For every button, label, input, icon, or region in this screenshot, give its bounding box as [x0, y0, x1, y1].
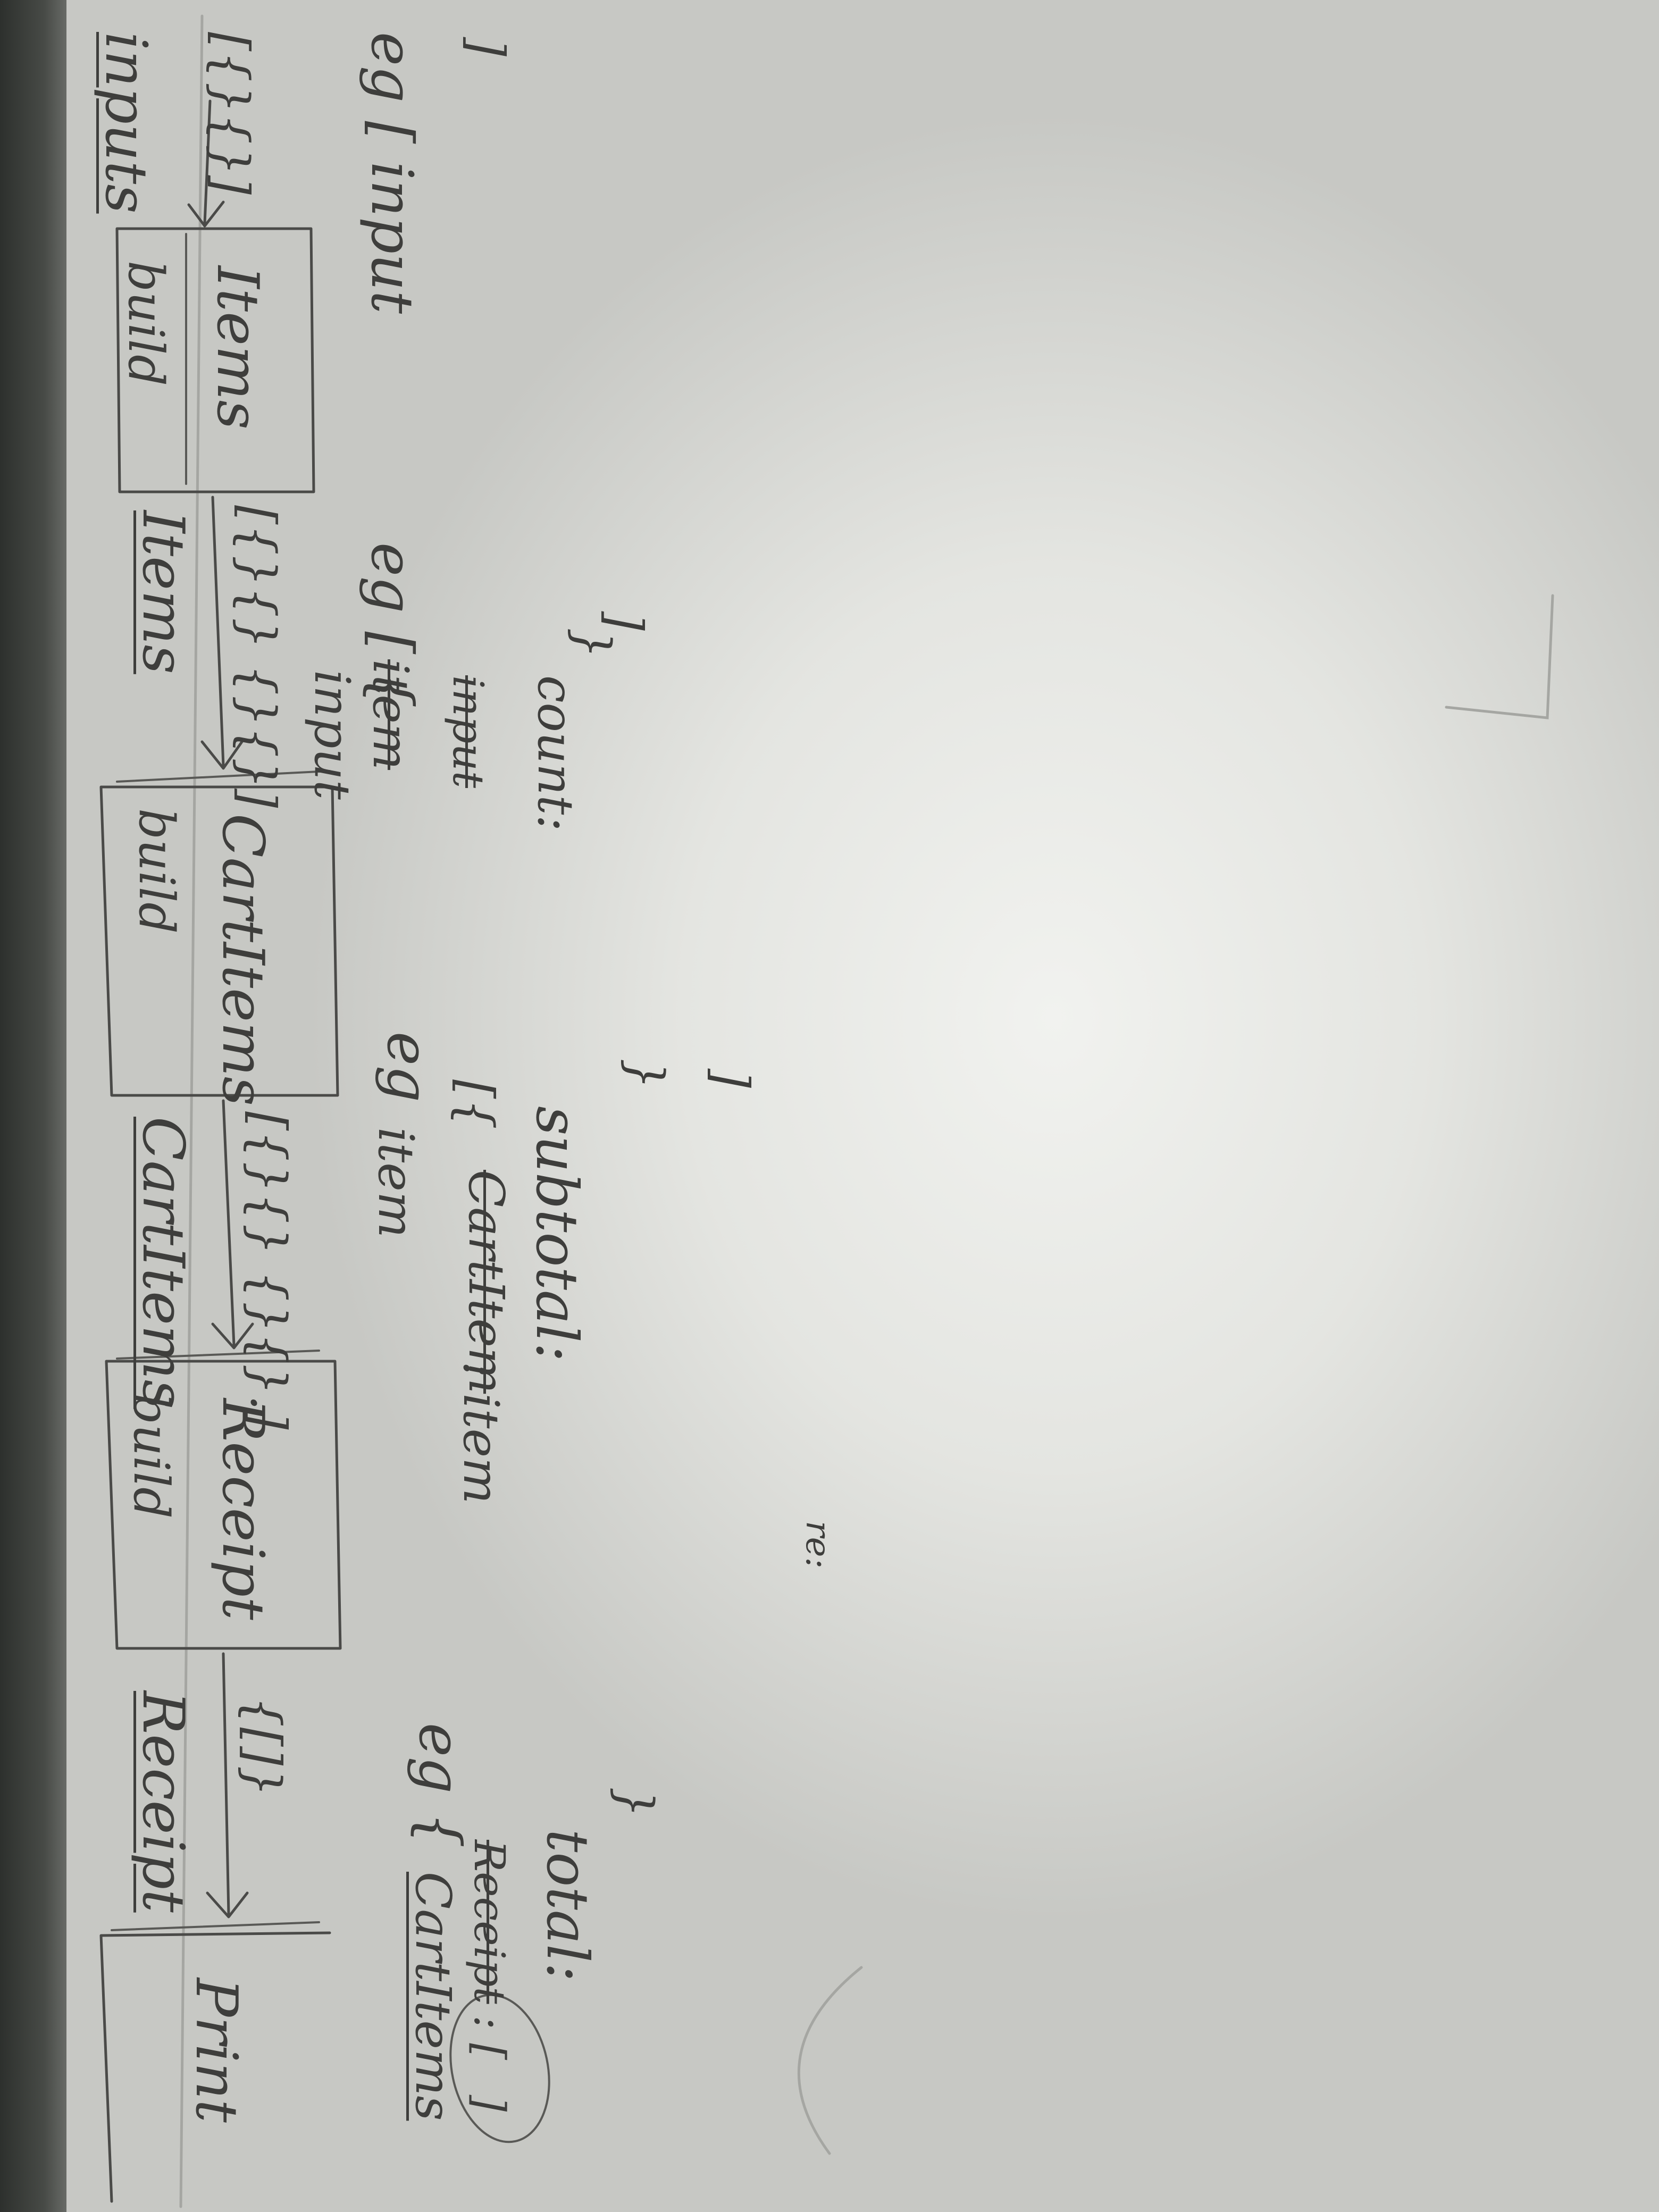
inputs-example-line2: ]	[458, 37, 515, 56]
box-build-items-line1: build	[118, 261, 174, 386]
box-build-items-outline	[115, 227, 315, 493]
stage-items-label: Items	[130, 510, 196, 674]
receipt-example-line7: }	[607, 1787, 664, 1818]
receipt-example-line2: CartItems	[405, 1872, 462, 2121]
box-build-receipt-line2: Receipt	[210, 1398, 276, 1620]
circle-annotation	[449, 1993, 550, 2143]
stray-note: re:	[798, 1521, 837, 1569]
receipt-example-line4: : [	[465, 2015, 514, 2060]
items-example-line4: input	[443, 675, 493, 788]
stage-receipt-label: Receipt	[130, 1691, 196, 1913]
items-example-line2: input	[304, 670, 361, 800]
cart-items-example-line8: ]	[702, 1069, 759, 1088]
box-build-receipt-line1: build	[123, 1393, 180, 1519]
paper-sheet	[66, 0, 1659, 2212]
cart-items-example-line5: : item	[453, 1361, 509, 1504]
items-example-line7: ]	[596, 611, 653, 631]
cart-items-example-line7: }	[617, 1058, 674, 1090]
stage-cart-items-shape: [{}{} {}{}.]	[240, 1111, 297, 1430]
box-build-items-line2: Items	[204, 266, 271, 430]
arrow-inputs	[187, 99, 225, 228]
stage-cart-items-label: CartItems	[130, 1117, 196, 1409]
box-build-cart-items-line1: build	[128, 808, 185, 934]
cart-items-example-line4: CartItem	[458, 1170, 515, 1394]
receipt-example-line5: ]	[465, 2095, 514, 2112]
divider-3	[111, 1921, 320, 1931]
stage-inputs-shape: [{}{}]	[203, 32, 259, 195]
cart-items-example-line1: eg	[374, 1032, 441, 1103]
items-example-line3: item	[362, 659, 419, 770]
margin-line	[179, 14, 204, 2208]
stage-receipt-shape: {[]}	[234, 1696, 291, 1797]
items-example-line6: }	[564, 627, 621, 659]
box-print-label: Print	[183, 1978, 249, 2123]
divider-1	[116, 770, 331, 783]
faint-corner-mark	[1445, 594, 1554, 719]
box-print-outline	[99, 1931, 331, 2203]
faint-arc	[797, 1966, 863, 2155]
receipt-example-line6: total:	[534, 1829, 600, 1982]
stage-inputs-label: inputs	[93, 32, 159, 214]
inputs-example-line1: eg [ input	[358, 32, 425, 314]
box-build-cart-items-outline	[99, 785, 339, 1097]
box-build-cart-items-line2: CartItems	[210, 814, 276, 1106]
cart-items-example-line2: item	[367, 1127, 424, 1238]
items-example-line5: count:	[527, 675, 584, 832]
arrow-receipt	[206, 1652, 249, 1918]
box-build-receipt-outline	[105, 1360, 342, 1650]
cart-items-example-line6: subtotal:	[523, 1106, 590, 1362]
arrow-cart-items	[211, 1099, 254, 1350]
receipt-example-line1: eg {	[406, 1723, 473, 1849]
cart-items-example-line3: [{	[447, 1079, 504, 1130]
arrow-items	[200, 496, 244, 770]
receipt-example-line3: Receipt	[465, 1840, 514, 2004]
stage-items-shape: [{}{} {}{}]	[229, 505, 286, 808]
divider-2	[116, 1350, 320, 1360]
